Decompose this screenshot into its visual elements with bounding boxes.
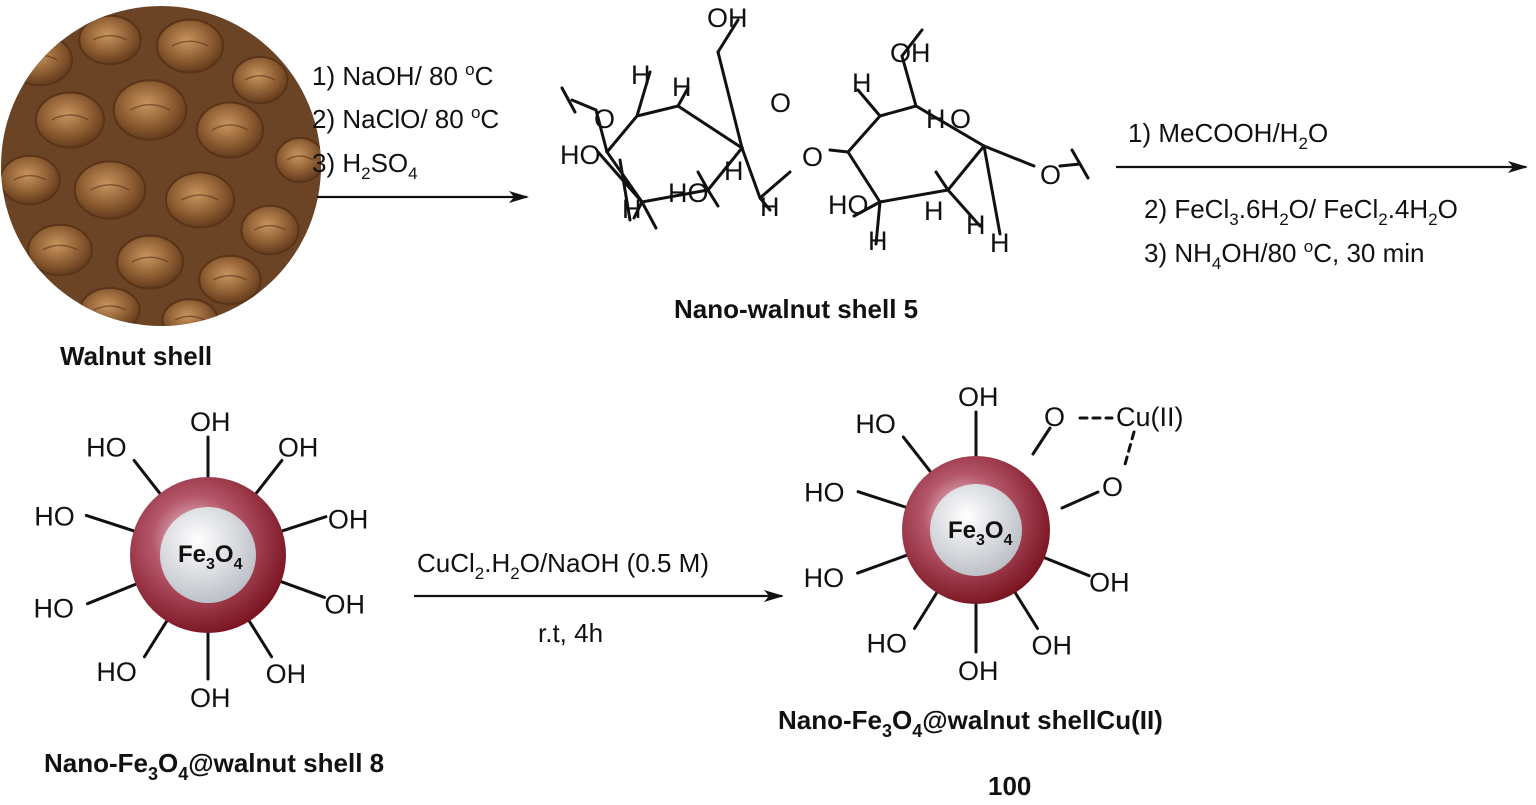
walnut xyxy=(196,101,264,159)
hydroxyl-label: OH xyxy=(278,432,319,462)
hydroxyl-label: HO xyxy=(855,409,896,439)
svg-text:O: O xyxy=(950,104,971,134)
copper-complex: O Cu(II) O xyxy=(1031,402,1184,510)
svg-text:OH: OH xyxy=(707,3,748,33)
walnut xyxy=(116,234,184,290)
walnut-shell-label: Walnut shell xyxy=(60,341,212,371)
step3-line1: CuCl2.H2O/NaOH (0.5 M) xyxy=(417,548,709,583)
svg-text:O: O xyxy=(1044,402,1065,432)
walnut xyxy=(34,91,106,149)
hydroxyl-label: HO xyxy=(804,563,845,593)
svg-text:O: O xyxy=(770,88,791,118)
svg-text:HO: HO xyxy=(560,140,601,170)
hydroxyl-label: OH xyxy=(328,505,369,535)
svg-text:O: O xyxy=(802,142,823,172)
walnut xyxy=(79,287,141,326)
step1-line1: 1) NaOH/ 80 oC xyxy=(312,60,493,91)
svg-text:H: H xyxy=(924,196,944,226)
svg-text:H: H xyxy=(868,226,888,256)
core-label: Fe3O4 xyxy=(178,541,243,573)
walnut xyxy=(73,160,147,220)
svg-text:O: O xyxy=(1102,472,1123,502)
hydroxyl-label: OH xyxy=(190,407,231,437)
hydroxyl-label: OH xyxy=(190,683,231,713)
svg-text:HO: HO xyxy=(828,190,869,220)
svg-text:H: H xyxy=(990,228,1010,258)
walnut xyxy=(156,18,224,74)
hydroxyl-label: HO xyxy=(804,478,845,508)
product-100-label: Nano-Fe3O4@walnut shellCu(II) xyxy=(778,705,1163,741)
cellulose-structure: OH OH H H O H O HO HO H H H O H O HO H H… xyxy=(560,3,1090,258)
hydroxyl-label: HO xyxy=(34,501,75,531)
hydroxyl-bond xyxy=(1013,591,1039,630)
svg-text:O: O xyxy=(594,104,615,134)
svg-text:H: H xyxy=(724,156,744,186)
walnut xyxy=(112,79,188,141)
core-label: Fe3O4 xyxy=(948,517,1013,549)
svg-text:H: H xyxy=(966,210,986,240)
svg-text:OH: OH xyxy=(890,38,931,68)
walnut xyxy=(240,204,300,256)
hydroxyl-bond xyxy=(1043,556,1091,578)
walnut xyxy=(1,154,61,206)
step3-line2: r.t, 4h xyxy=(538,618,603,648)
step2-line2: 2) FeCl3.6H2O/ FeCl2.4H2O xyxy=(1144,194,1458,229)
svg-text:H: H xyxy=(672,72,692,102)
step1-conditions: 1) NaOH/ 80 oC 2) NaClO/ 80 oC 3) H2SO4 xyxy=(312,60,499,183)
hydroxyl-label: HO xyxy=(86,432,127,462)
hydroxyl-label: HO xyxy=(33,594,73,624)
svg-text:Cu(II): Cu(II) xyxy=(1116,402,1184,432)
hydroxyl-label: HO xyxy=(867,628,908,658)
nanoparticle-8: OH HO OH HO OH HO OH HO OH OH Fe3O4 xyxy=(33,407,368,713)
hydroxyl-bond xyxy=(247,619,274,659)
walnut xyxy=(7,33,73,87)
walnut xyxy=(164,171,236,229)
hydroxyl-label: OH xyxy=(1031,630,1072,660)
fe3o4-core xyxy=(930,484,1022,576)
walnut xyxy=(78,14,142,66)
hydroxyl-bond xyxy=(856,490,908,509)
svg-text:O: O xyxy=(1040,160,1061,190)
walnut xyxy=(27,223,93,277)
hydroxyl-bond xyxy=(280,515,328,533)
walnut-shell-photo xyxy=(1,6,321,326)
step1-line3: 3) H2SO4 xyxy=(312,148,418,183)
walnut xyxy=(198,254,262,306)
nanoparticle-100: OH HO HO HO HO OH OH OH Fe3O4 xyxy=(804,382,1130,686)
walnut xyxy=(161,298,219,326)
hydroxyl-label: OH xyxy=(958,656,999,686)
hydroxyl-bond xyxy=(279,580,327,599)
step2-line1: 1) MeCOOH/H2O xyxy=(1128,118,1328,153)
hydroxyl-label: OH xyxy=(266,659,307,689)
hydroxyl-label: OH xyxy=(325,589,366,619)
hydroxyl-bond xyxy=(85,582,138,606)
hydroxyl-label: HO xyxy=(96,657,137,687)
hydroxyl-label: OH xyxy=(1089,568,1130,598)
hydroxyl-bond xyxy=(84,513,136,533)
nano-walnut-shell-label: Nano-walnut shell 5 xyxy=(674,294,918,324)
step3-conditions: CuCl2.H2O/NaOH (0.5 M) r.t, 4h xyxy=(417,548,709,648)
hydroxyl-bond xyxy=(901,435,932,474)
hydroxyl-bond xyxy=(142,619,169,659)
svg-text:H: H xyxy=(760,192,780,222)
hydroxyl-label: OH xyxy=(958,382,999,412)
svg-text:H: H xyxy=(631,60,651,90)
svg-text:HO: HO xyxy=(668,178,709,208)
step2-conditions: 1) MeCOOH/H2O 2) FeCl3.6H2O/ FeCl2.4H2O … xyxy=(1128,118,1458,273)
hydroxyl-bond xyxy=(913,591,939,630)
walnut xyxy=(274,137,321,183)
hydroxyl-bond xyxy=(132,458,162,496)
svg-text:H: H xyxy=(926,104,946,134)
step2-line3: 3) NH4OH/80 oC, 30 min xyxy=(1144,237,1424,273)
product-8-label: Nano-Fe3O4@walnut shell 8 xyxy=(44,748,384,784)
step1-line2: 2) NaClO/ 80 oC xyxy=(312,103,499,134)
hydroxyl-bond xyxy=(856,553,908,575)
svg-text:H: H xyxy=(852,68,872,98)
product-100-number: 100 xyxy=(988,771,1031,801)
svg-text:H: H xyxy=(622,194,642,224)
fe3o4-core xyxy=(160,507,256,603)
walnut xyxy=(231,55,289,105)
hydroxyl-bond xyxy=(254,458,284,496)
